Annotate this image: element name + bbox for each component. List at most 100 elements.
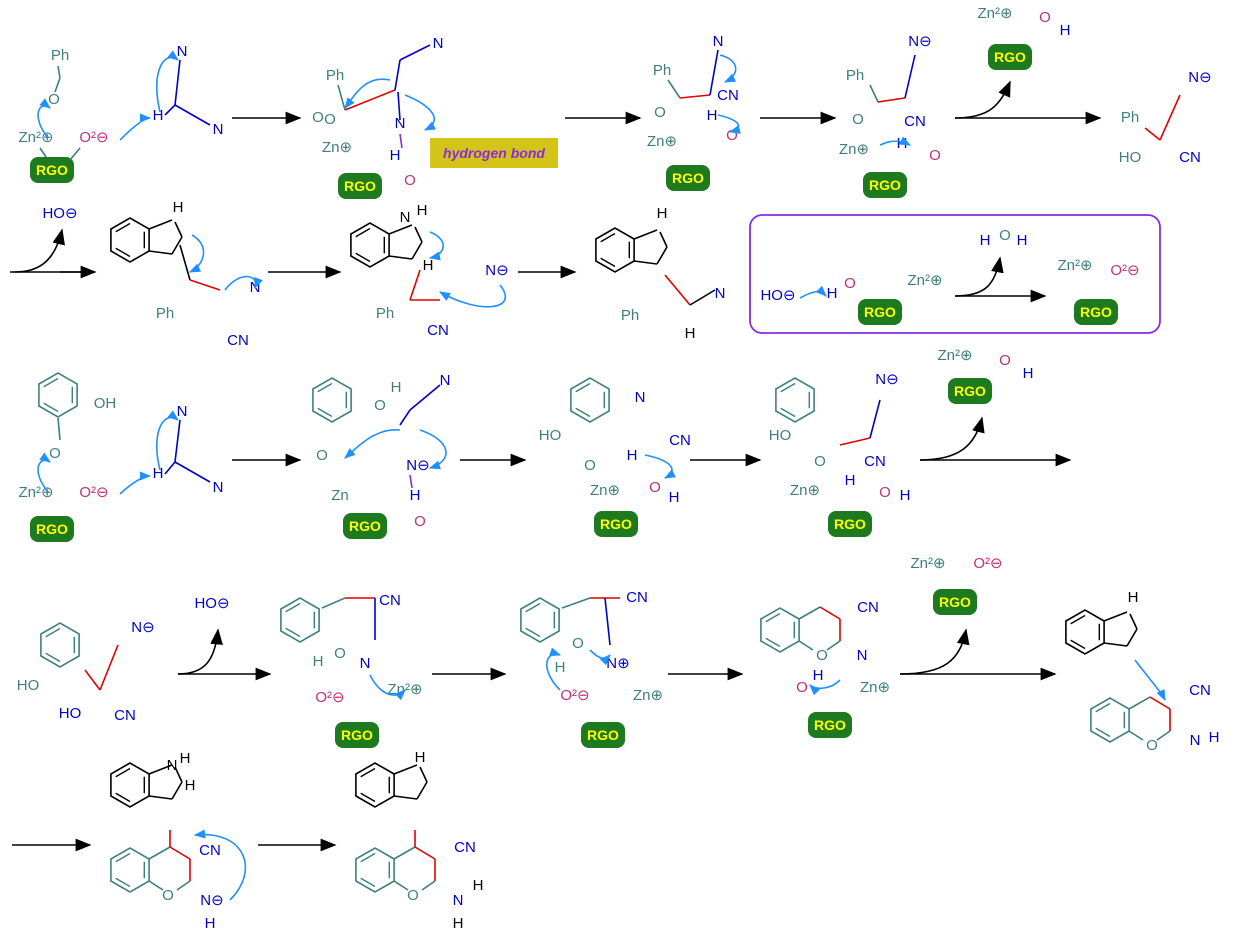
rgo-support-7 [594, 511, 638, 537]
ketenimine-anion: N⊖ [875, 371, 898, 388]
hydroxide-arrow [14, 228, 65, 273]
aromatic-bond [115, 852, 131, 863]
indole-bond [1126, 628, 1138, 647]
phenoxide-o: O [334, 645, 346, 662]
hydroxide-o: O [414, 513, 426, 530]
indolium-n: N [400, 209, 411, 226]
carbonyl-oxygen: O [49, 445, 61, 462]
ring-oxygen: O [816, 647, 828, 664]
proton-label: H [845, 472, 856, 489]
chromene-bond [819, 606, 841, 620]
rgo-support-2 [338, 173, 382, 199]
alkoxide-o: O [814, 453, 826, 470]
aromatic-bond [765, 637, 781, 648]
rgo-support-byproduct-3 [933, 589, 977, 615]
arrow-final-proton-shift [193, 829, 247, 901]
nitrile-n: N [715, 285, 726, 302]
amide-anion: N⊖ [200, 892, 223, 909]
oxide-anion-label: O²⊖ [79, 129, 108, 146]
aromatic-bond [285, 602, 301, 613]
nitrile-bond [174, 461, 211, 483]
chromene-bond [148, 846, 171, 860]
nitrile-bond [409, 384, 441, 411]
indole-bond [171, 781, 183, 800]
hydroxyl-label: HO [1119, 149, 1142, 166]
ketenimine-anion: N⊖ [1188, 69, 1211, 86]
nitrile-n: N [177, 43, 188, 60]
indole-bond [148, 219, 173, 230]
bond [1144, 127, 1161, 141]
indolium-n: N [167, 757, 178, 774]
bond [337, 84, 346, 111]
aryl-ring [280, 597, 320, 643]
phenyl-label: Ph [156, 305, 174, 322]
ring-oxygen: O [407, 887, 419, 904]
new-c-c-bond [189, 279, 221, 291]
hydrogen-bond-dash [399, 133, 403, 149]
indole-ch: H [423, 257, 434, 274]
hydroxide-o: O [404, 172, 416, 189]
cyano-label: CN [904, 113, 926, 130]
zinc-cation-label: Zn²⊕ [977, 5, 1012, 22]
aromatic-bond [780, 382, 796, 393]
bond [394, 59, 401, 91]
bond [561, 597, 591, 609]
zinc-cation-label: Zn²⊕ [937, 347, 972, 364]
indole-ring-5 [110, 762, 150, 808]
nitrile-bond [399, 44, 431, 61]
aromatic-bond [360, 877, 376, 888]
bond [839, 437, 871, 446]
rgo-label: RGO [341, 727, 373, 743]
arrow-aromatization [428, 231, 444, 261]
rgo-support-11 [808, 712, 852, 738]
zinc-label: Zn⊕ [647, 133, 677, 150]
amine-n: N [453, 892, 464, 909]
cyano-label: CN [227, 332, 249, 349]
aromatic-bond [600, 232, 616, 243]
phenoxide-o: O [572, 635, 584, 652]
proton-label: H [813, 667, 824, 684]
surface-o: O [844, 275, 856, 292]
aromatic-bond [1095, 702, 1111, 713]
arrow-o2-to-h [119, 471, 152, 495]
rgo-label: RGO [349, 518, 381, 534]
oxide-anion-label: O²⊖ [315, 689, 344, 706]
arrow-proton-shift [439, 284, 507, 308]
rgo-label: RGO [1080, 304, 1112, 320]
h-bonded-h: H [410, 487, 421, 504]
surface-oh-h: H [827, 285, 838, 302]
rgo-label: RGO [36, 521, 68, 537]
bond [1159, 94, 1181, 141]
oxocarbenium-o: O [312, 109, 324, 126]
catalyst-regeneration-box [749, 214, 1161, 334]
carbonyl-oxygen: O [48, 91, 60, 108]
cyano-label: CN [857, 599, 879, 616]
oxide-anion-label: O²⊖ [973, 555, 1002, 572]
zinc-label: Zn⊕ [633, 687, 663, 704]
aromatic-bond [1095, 727, 1111, 738]
bond [664, 274, 691, 306]
imine-n: N [1190, 732, 1201, 749]
arrow-to-carbonyl [344, 429, 401, 459]
arrow-proton-transfer [879, 136, 912, 146]
phenol-label: HO [769, 427, 792, 444]
chromene-bond [393, 846, 416, 860]
aromatic-bond [115, 877, 131, 888]
chromene-bond [176, 880, 191, 891]
indolium-h: H [180, 750, 191, 767]
phenyl-label: Ph [653, 62, 671, 79]
hydroxide-o: O [999, 352, 1011, 369]
bond [84, 669, 101, 691]
aromatic-bond [115, 792, 131, 803]
indole-ring-4 [1065, 609, 1105, 655]
indole-bond [174, 766, 183, 783]
rgo-label: RGO [36, 162, 68, 178]
nitrile-n: N [177, 403, 188, 420]
zinc-cation-label: Zn²⊕ [18, 484, 53, 501]
ketenimine-anion: N⊖ [908, 33, 931, 50]
chromene-bond [1149, 696, 1171, 710]
bond [57, 65, 61, 79]
indole-bond [393, 764, 418, 775]
indole-bond [171, 236, 183, 255]
cyano-label: CN [1189, 682, 1211, 699]
